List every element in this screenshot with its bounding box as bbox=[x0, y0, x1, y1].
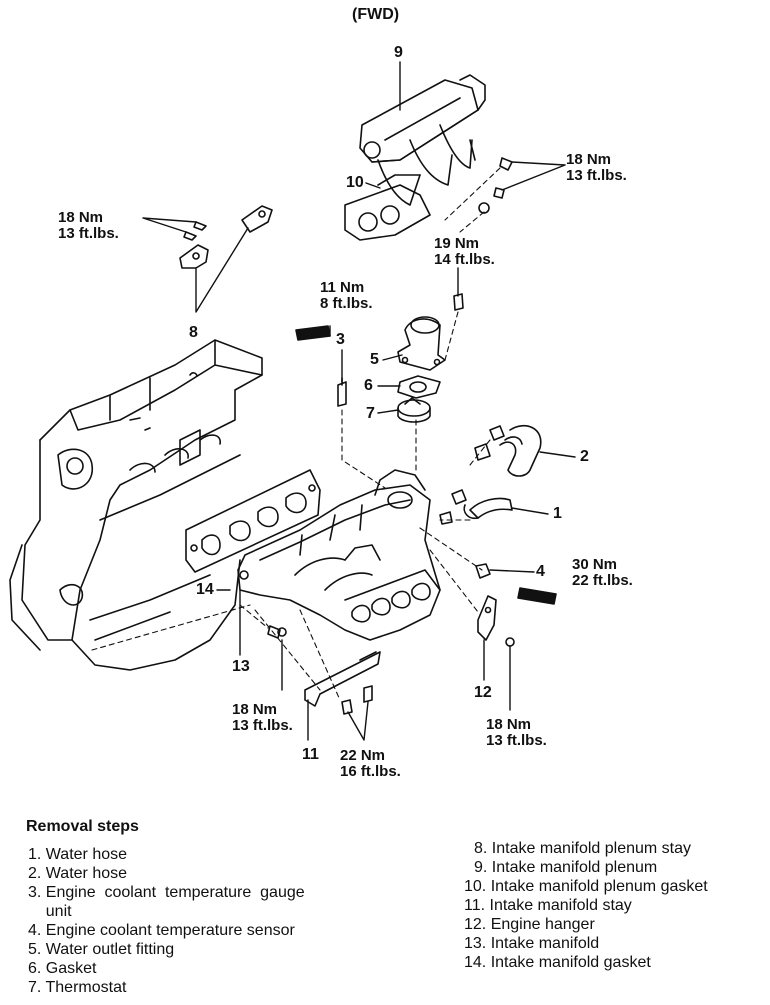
list-item: 3. Engine coolant temperature gauge bbox=[28, 884, 305, 901]
list-item: 6. Gasket bbox=[28, 960, 97, 977]
list-item: 13. Intake manifold bbox=[464, 935, 600, 952]
coolant-sensor-drawing bbox=[475, 563, 557, 605]
callout-5: 5 bbox=[370, 351, 379, 368]
torque-ftlbs: 13 ft.lbs. bbox=[232, 717, 293, 734]
list-item: 8. Intake manifold plenum stay bbox=[474, 840, 692, 857]
torque-label-plenum-bolts: 18 Nm 13 ft.lbs. bbox=[566, 152, 627, 184]
torque-nm: 18 Nm bbox=[58, 209, 104, 226]
engine-hanger-drawing bbox=[477, 595, 515, 647]
list-item: 9. Intake manifold plenum bbox=[474, 859, 658, 876]
torque-label-manifold-bolt: 18 Nm 13 ft.lbs. bbox=[232, 702, 293, 734]
callout-14: 14 bbox=[196, 581, 214, 598]
callout-8: 8 bbox=[189, 324, 198, 341]
callout-2: 2 bbox=[580, 448, 589, 465]
callout-4: 4 bbox=[536, 563, 545, 580]
callout-1: 1 bbox=[553, 505, 562, 522]
torque-label-water-outlet: 19 Nm 14 ft.lbs. bbox=[434, 236, 495, 268]
intake-manifold-plenum-drawing bbox=[344, 74, 486, 241]
alignment-lines bbox=[91, 167, 501, 701]
callout-3: 3 bbox=[336, 331, 345, 348]
water-hose-1-drawing bbox=[439, 489, 513, 525]
callout-13: 13 bbox=[232, 658, 250, 675]
removal-steps-heading: Removal steps bbox=[26, 818, 139, 835]
torque-label-gauge-unit: 11 Nm 8 ft.lbs. bbox=[320, 280, 373, 312]
torque-label-coolant-sensor: 30 Nm 22 ft.lbs. bbox=[572, 557, 633, 589]
plenum-stay-drawing bbox=[179, 205, 273, 269]
thermostat-drawing bbox=[397, 397, 431, 423]
water-outlet-fitting-drawing bbox=[397, 316, 446, 371]
removal-steps-list-right: 8. Intake manifold plenum stay 9. Intake… bbox=[464, 839, 708, 972]
list-item: 11. Intake manifold stay bbox=[464, 897, 632, 914]
torque-nm: 30 Nm bbox=[572, 556, 618, 573]
callout-6: 6 bbox=[364, 377, 373, 394]
gasket-drawing bbox=[397, 375, 441, 399]
intake-manifold-gasket-drawing bbox=[185, 469, 321, 573]
page-title: (FWD) bbox=[352, 6, 400, 23]
torque-nm: 18 Nm bbox=[232, 701, 278, 718]
torque-ftlbs: 13 ft.lbs. bbox=[58, 225, 119, 242]
torque-ftlbs: 8 ft.lbs. bbox=[320, 295, 373, 312]
water-hose-2-drawing bbox=[474, 424, 542, 477]
torque-label-manifold-stay: 22 Nm 16 ft.lbs. bbox=[340, 748, 401, 780]
torque-nm: 18 Nm bbox=[486, 716, 532, 733]
callout-10: 10 bbox=[346, 174, 364, 191]
list-item: 2. Water hose bbox=[28, 865, 128, 882]
torque-ftlbs: 13 ft.lbs. bbox=[486, 732, 547, 749]
torque-label-plenum-stay: 18 Nm 13 ft.lbs. bbox=[58, 210, 119, 242]
torque-ftlbs: 22 ft.lbs. bbox=[572, 572, 633, 589]
list-item: 1. Water hose bbox=[28, 846, 128, 863]
intake-manifold-stay-drawing bbox=[304, 651, 381, 715]
torque-nm: 18 Nm bbox=[566, 151, 612, 168]
intake-manifold-drawing bbox=[237, 469, 441, 641]
callout-9: 9 bbox=[394, 44, 403, 61]
torque-nm: 19 Nm bbox=[434, 235, 480, 252]
list-item: 4. Engine coolant temperature sensor bbox=[28, 922, 295, 939]
torque-label-engine-hanger: 18 Nm 13 ft.lbs. bbox=[486, 717, 547, 749]
torque-ftlbs: 13 ft.lbs. bbox=[566, 167, 627, 184]
torque-ftlbs: 14 ft.lbs. bbox=[434, 251, 495, 268]
callout-12: 12 bbox=[474, 684, 492, 701]
torque-ftlbs: 16 ft.lbs. bbox=[340, 763, 401, 780]
list-item: 7. Thermostat bbox=[28, 979, 127, 996]
torque-nm: 22 Nm bbox=[340, 747, 386, 764]
leader-lines bbox=[142, 61, 576, 741]
callout-11: 11 bbox=[302, 746, 319, 763]
engine-block-drawing bbox=[9, 339, 263, 671]
callout-7: 7 bbox=[366, 405, 375, 422]
list-item: 5. Water outlet fitting bbox=[28, 941, 175, 958]
torque-nm: 11 Nm bbox=[320, 279, 365, 296]
list-item: 14. Intake manifold gasket bbox=[464, 954, 651, 971]
list-item: 10. Intake manifold plenum gasket bbox=[464, 878, 708, 895]
list-item: 12. Engine hanger bbox=[464, 916, 595, 933]
removal-steps-list-left: 1. Water hose 2. Water hose 3. Engine co… bbox=[28, 845, 305, 997]
list-item: unit bbox=[28, 903, 72, 920]
